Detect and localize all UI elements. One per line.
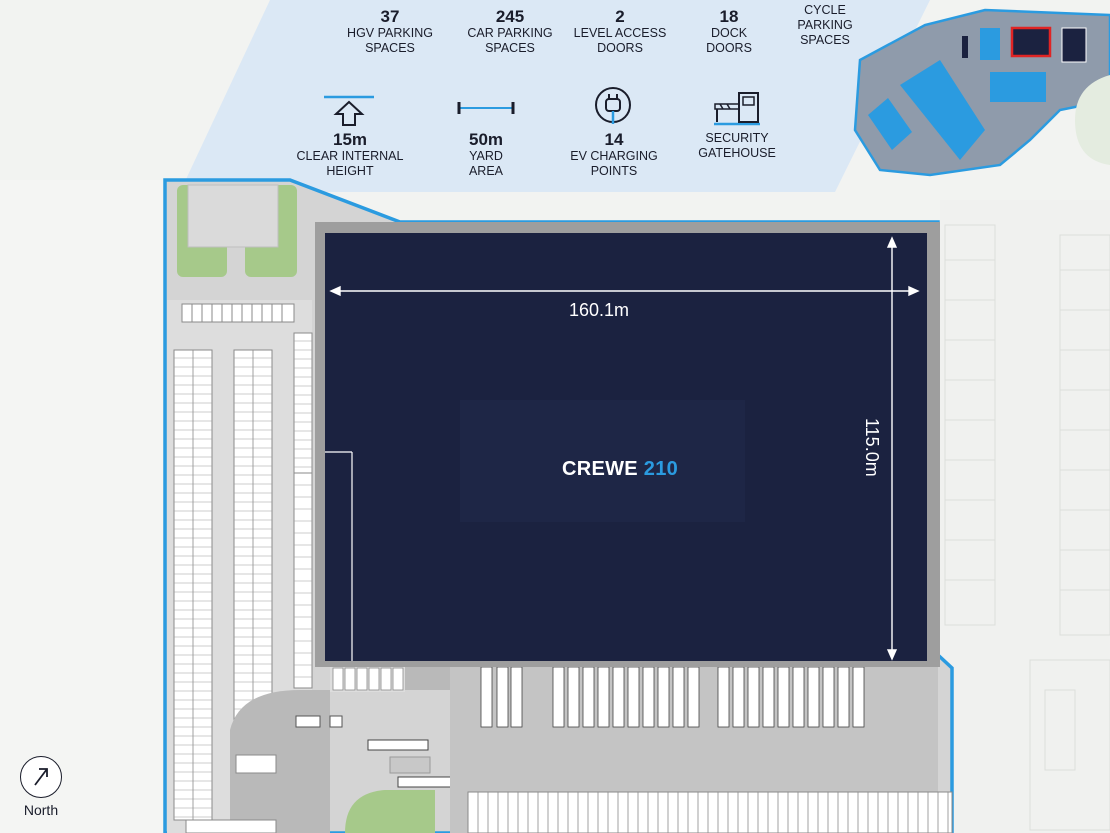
north-arrow-icon <box>20 756 62 798</box>
stat-value: 15m <box>332 130 368 149</box>
trees <box>1075 75 1110 165</box>
dock-trailer <box>567 666 580 728</box>
stat-car-parking: 245 CAR PARKING SPACES <box>450 8 570 56</box>
stat-label: LEVEL ACCESS DOORS <box>573 26 667 55</box>
dock-trailer <box>687 666 700 728</box>
dock-trailer <box>480 666 493 728</box>
dock-trailer <box>582 666 595 728</box>
dock-trailer <box>657 666 670 728</box>
width-dimension-label: 160.1m <box>569 300 630 320</box>
dock-trailer <box>837 666 850 728</box>
arrow-up-icon <box>324 95 374 126</box>
stat-label: EV CHARGING POINTS <box>570 149 658 178</box>
dock-trailer <box>822 666 835 728</box>
stat-label: YARD AREA <box>468 149 504 178</box>
stat-label: SECURITY GATEHOUSE <box>698 131 776 160</box>
dimension-depth-line <box>886 236 898 661</box>
neighbour-land-west <box>0 180 165 833</box>
dock-trailer <box>732 666 745 728</box>
ev-plug-icon <box>595 87 631 124</box>
dock-trailer <box>496 666 509 728</box>
office-block <box>460 400 745 522</box>
stat-security-gatehouse: SECURITY GATEHOUSE <box>677 131 797 161</box>
measure-icon <box>457 102 515 114</box>
stat-label: CAR PARKING SPACES <box>467 26 553 55</box>
stat-dock-doors: 18 DOCK DOORS <box>669 8 789 56</box>
dock-trailer <box>597 666 610 728</box>
stat-clear-height: 15m CLEAR INTERNAL HEIGHT <box>290 131 410 179</box>
plant-building <box>187 184 279 248</box>
access-road <box>230 660 450 833</box>
stat-value: 2 <box>615 7 625 26</box>
cycle-shelter <box>329 715 343 728</box>
info-panel <box>180 0 930 192</box>
building-name-text: CREWE <box>561 458 638 480</box>
neighbour-land-east <box>940 200 1110 833</box>
stat-label: DOCK DOORS <box>706 26 752 55</box>
hgv-trailer <box>367 739 429 751</box>
stat-value: 37 <box>380 7 400 26</box>
hgv-parking <box>467 791 953 833</box>
dock-trailer <box>747 666 760 728</box>
stat-label: CLEAR INTERNAL HEIGHT <box>296 149 404 178</box>
dock-trailer <box>627 666 640 728</box>
stat-value: 50m <box>468 130 504 149</box>
parking-bay-lines <box>192 350 254 820</box>
stat-hgv-parking: 37 HGV PARKING SPACES <box>330 8 450 56</box>
stat-label: CYCLE PARKING SPACES <box>797 3 853 47</box>
dock-trailer <box>612 666 625 728</box>
dock-trailer <box>762 666 775 728</box>
dock-trailer <box>777 666 790 728</box>
parking-row-top <box>181 303 295 323</box>
grass-roundabout <box>345 790 435 833</box>
stat-yard-area: 50m YARD AREA <box>426 131 546 179</box>
dock-trailer <box>852 666 865 728</box>
north-label: North <box>23 802 59 818</box>
dock-trailer <box>642 666 655 728</box>
dock-trailer <box>552 666 565 728</box>
stat-value: 14 <box>604 130 624 149</box>
dimension-width-line <box>329 285 920 297</box>
stat-level-access-doors: 2 LEVEL ACCESS DOORS <box>560 8 680 56</box>
building-number: 210 <box>643 458 679 480</box>
accessible-bays <box>293 472 313 689</box>
building-name: CREWE 210 <box>500 458 740 481</box>
dock-trailer <box>807 666 820 728</box>
parking-row <box>185 819 277 833</box>
neighbour-parking-east <box>944 224 1110 831</box>
dock-trailer <box>672 666 685 728</box>
dock-trailer <box>792 666 805 728</box>
stat-value: 18 <box>719 7 739 26</box>
stat-label: HGV PARKING SPACES <box>347 26 433 55</box>
stat-ev-charging: 14 EV CHARGING POINTS <box>554 131 674 179</box>
gatehouse-icon <box>714 92 760 126</box>
locator-inset <box>853 8 1110 177</box>
parking-row <box>235 754 277 774</box>
north-indicator: North <box>14 756 68 818</box>
hgv-trailer <box>397 776 457 788</box>
stat-value: 245 <box>495 7 525 26</box>
depth-dimension-label: 115.0m <box>862 418 882 477</box>
dock-trailer <box>717 666 730 728</box>
stat-cycle-parking: CYCLE PARKING SPACES <box>765 3 885 48</box>
cycle-shelter <box>295 715 321 728</box>
dock-trailer <box>510 666 523 728</box>
gatehouse-building <box>389 756 431 774</box>
